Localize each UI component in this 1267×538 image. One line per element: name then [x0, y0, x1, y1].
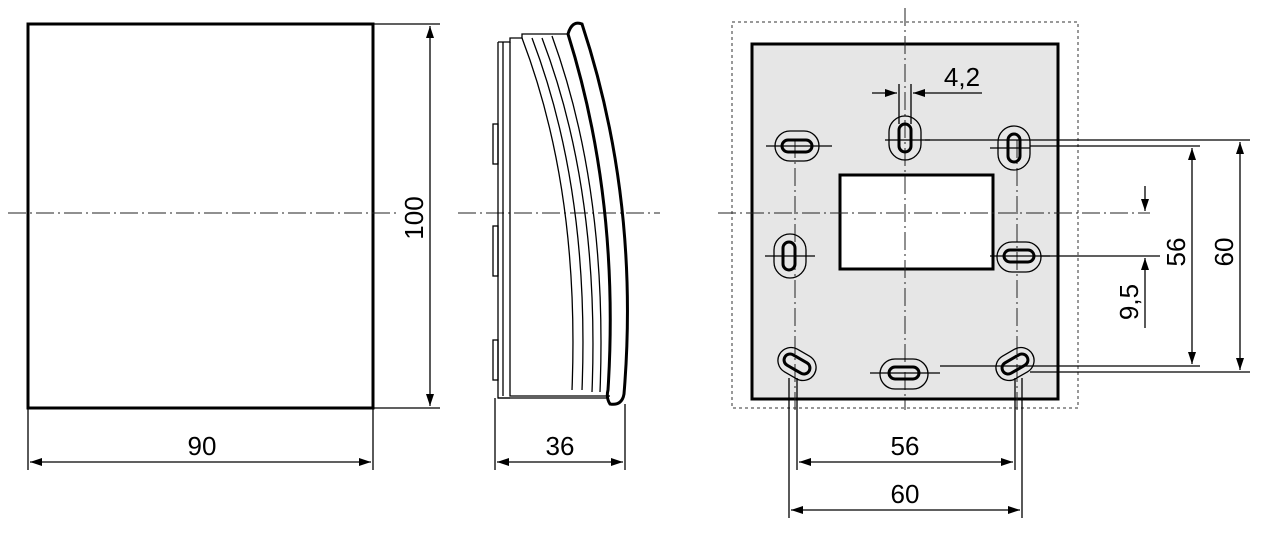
side-step-2	[498, 33, 568, 43]
slot-top-right	[990, 125, 1031, 171]
vertical-spacing-label: 56	[1161, 238, 1191, 267]
side-rib-2	[531, 37, 584, 391]
back-view: 4,2 9,5 56 60 56 60	[718, 8, 1250, 518]
offset-label: 9,5	[1114, 284, 1144, 320]
side-cover-outer	[566, 21, 629, 406]
side-clip-bottom	[492, 339, 499, 381]
slot-middle-left	[765, 233, 815, 279]
slot-bottom-right	[995, 346, 1035, 382]
depth-dimension-label: 36	[546, 431, 575, 461]
horizontal-outer-label: 60	[891, 479, 920, 509]
slot-top-center	[885, 115, 930, 161]
width-dimension-label: 90	[188, 431, 217, 461]
slot-bottom-center	[870, 358, 940, 390]
slot-width-label: 4,2	[944, 62, 980, 92]
side-step-3	[509, 42, 610, 397]
slot-bottom-left	[777, 346, 817, 382]
side-clip-top	[492, 123, 499, 165]
slot-middle-right	[990, 241, 1050, 273]
horizontal-spacing-label: 56	[891, 431, 920, 461]
side-rib-4	[551, 35, 602, 393]
front-view: 100 90	[8, 22, 440, 470]
side-clip-middle	[492, 225, 499, 277]
height-dimension-label: 100	[399, 196, 429, 239]
side-rib-3	[541, 37, 594, 393]
vertical-outer-label: 60	[1209, 238, 1239, 267]
slot-top-left	[766, 130, 832, 162]
side-back-plate	[497, 42, 510, 399]
front-view-outline	[26, 22, 375, 410]
side-view: 36	[458, 21, 660, 470]
side-rib-1	[521, 37, 574, 391]
cable-opening	[838, 173, 995, 271]
